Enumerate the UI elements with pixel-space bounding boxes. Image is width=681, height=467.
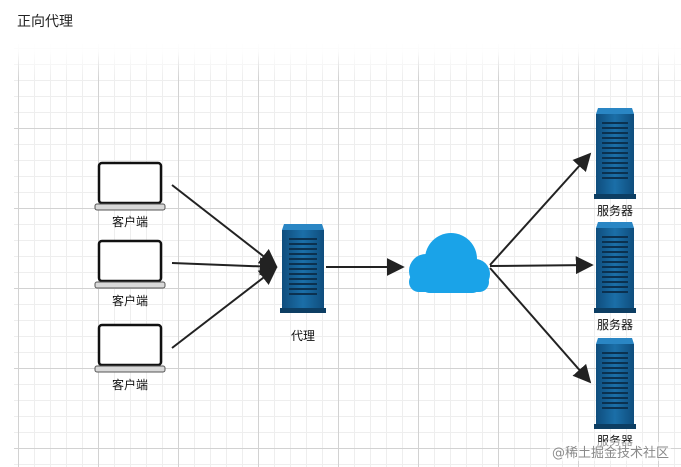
server-label: 服务器 — [596, 318, 634, 332]
laptop-icon — [94, 161, 166, 211]
client-label: 客户端 — [111, 378, 149, 392]
arrow-cloud-to-server-3 — [489, 267, 592, 384]
server-icon — [594, 108, 636, 199]
client-label: 客户端 — [111, 215, 149, 229]
client-label: 客户端 — [111, 294, 149, 308]
server-icon — [594, 338, 636, 429]
watermark: @稀土掘金技术社区 — [549, 442, 671, 461]
arrow-cloud-to-server-1 — [489, 152, 592, 266]
arrow-cloud-to-server-2 — [489, 256, 594, 275]
cloud-icon — [409, 233, 490, 293]
server-icon — [594, 222, 636, 313]
laptop-icon — [94, 323, 166, 373]
client-to-proxy-arrows — [171, 184, 278, 349]
arrow-client-1-to-proxy — [171, 184, 278, 268]
page-title: 正向代理 — [17, 14, 73, 30]
proxy-label: 代理 — [290, 329, 316, 343]
arrow-client-3-to-proxy — [171, 266, 278, 349]
server-icon — [280, 224, 326, 313]
server-label: 服务器 — [596, 204, 634, 218]
laptop-icon — [94, 239, 166, 289]
arrow-client-2-to-proxy — [171, 257, 278, 276]
cloud-to-server-arrows — [489, 152, 594, 384]
